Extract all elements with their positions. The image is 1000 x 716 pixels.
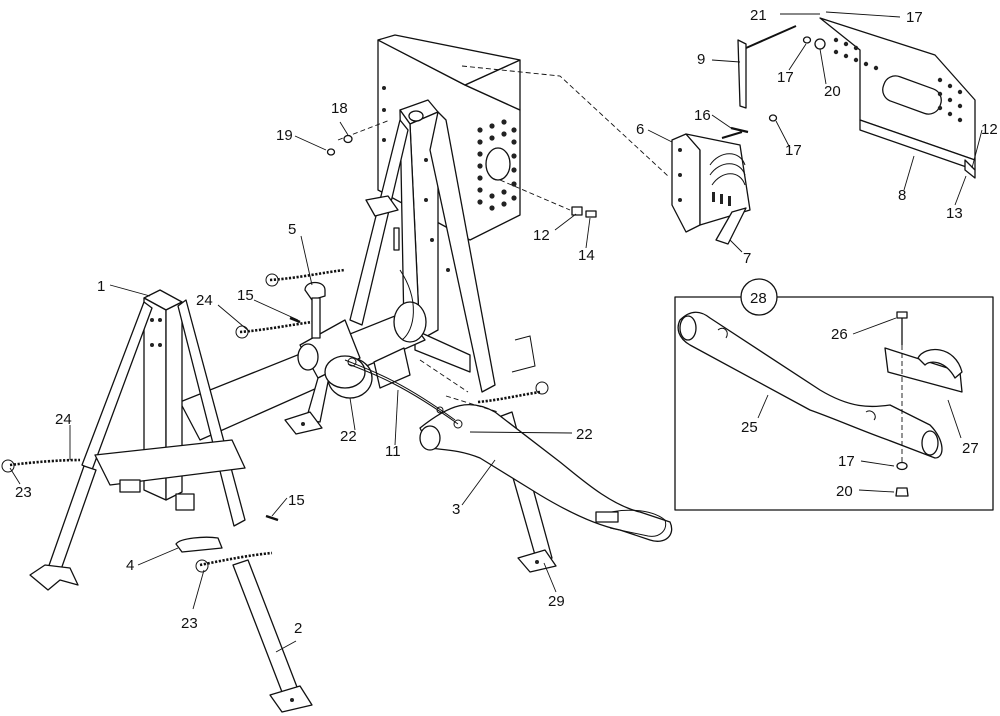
callout-17-top: 17 [906,9,923,26]
callout-19: 19 [276,127,293,144]
callout-3: 3 [452,501,460,518]
callout-22-right: 22 [576,426,593,443]
callout-18: 18 [331,100,348,117]
safety-cable [344,269,463,429]
callout-16: 16 [694,107,711,124]
leader-lines [9,11,983,653]
callout-15-bottom: 15 [288,492,305,509]
callout-7: 7 [743,250,751,267]
callout-26: 26 [831,326,848,343]
callout-20-top: 20 [824,83,841,100]
side-guard [671,131,751,245]
callout-5: 5 [288,221,296,238]
callout-14: 14 [578,247,595,264]
inset-28 [674,278,994,511]
hardware-17-20 [768,36,826,122]
callout-2: 2 [294,620,302,637]
callout-11: 11 [385,443,401,460]
front-left-leg [29,465,97,591]
callout-15-top: 15 [237,287,254,304]
callout-12-guard: 12 [981,121,998,138]
a-frame-mast [349,99,496,393]
hardware-18-19 [326,134,353,156]
leg-2 [232,559,313,713]
sleeve-22 [324,347,411,399]
callout-8: 8 [898,187,906,204]
center-rear-leg [284,371,331,435]
callout-17-mid: 17 [777,69,794,86]
clip-pins-15 [265,316,301,522]
bolt-16 [730,126,749,134]
callout-6: 6 [636,121,644,138]
chains [1,268,549,573]
callout-25: 25 [741,419,758,436]
pin-handle-right [511,335,536,373]
callout-17-low: 17 [785,142,802,159]
callout-29: 29 [548,593,565,610]
top-guard [819,17,976,179]
callout-labels: 1 2 3 4 5 6 7 8 9 11 12 12 13 14 15 15 1… [15,7,998,637]
tongue-tube [419,404,673,542]
callout-22-left: 22 [340,428,357,445]
latch-12-14 [571,206,597,218]
callout-23-left: 23 [15,484,32,501]
callout-13: 13 [946,205,963,222]
callout-17-inset: 17 [838,453,855,470]
callout-1: 1 [97,278,105,295]
callout-4: 4 [126,557,134,574]
front-a-frame [81,289,246,527]
callout-27: 27 [962,440,979,457]
bracket-9 [737,25,797,109]
callout-12-latch: 12 [533,227,550,244]
callout-20-inset: 20 [836,483,853,500]
callout-9: 9 [697,51,705,68]
callout-23-bottom: 23 [181,615,198,632]
pin-4 [175,536,223,553]
callout-21: 21 [750,7,767,24]
callout-24-left: 24 [55,411,72,428]
pin-5 [304,281,326,339]
callout-24-top: 24 [196,292,213,309]
inset-label-28: 28 [750,290,767,307]
